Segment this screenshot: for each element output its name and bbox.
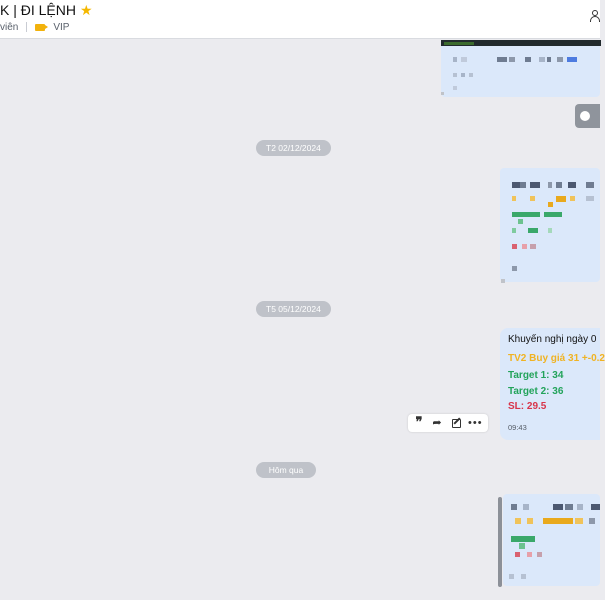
divider xyxy=(26,22,28,32)
image-strip-accent xyxy=(444,42,474,45)
blurred-text xyxy=(461,73,465,77)
blurred-green xyxy=(528,228,538,233)
blurred-text xyxy=(512,182,520,188)
user-icon-head xyxy=(592,10,598,16)
blurred-yellow xyxy=(575,518,583,524)
blurred-text xyxy=(586,182,594,188)
user-icon[interactable] xyxy=(590,10,600,22)
blurred-text xyxy=(511,504,517,510)
blurred-text xyxy=(556,182,562,188)
blurred-text xyxy=(548,182,552,188)
blurred-text xyxy=(525,57,531,62)
blurred-text xyxy=(537,552,542,557)
blurred-yellow xyxy=(515,518,521,524)
message-corner xyxy=(441,92,444,95)
blurred-red xyxy=(527,552,532,557)
blurred-text xyxy=(469,73,473,77)
blurred-yellow xyxy=(548,202,553,207)
blurred-text xyxy=(586,196,594,201)
star-icon: ★ xyxy=(80,2,93,18)
blurred-green xyxy=(512,228,516,233)
arrow-down-icon xyxy=(580,111,590,121)
message-corner xyxy=(501,279,505,283)
blurred-text xyxy=(589,518,595,524)
blurred-link xyxy=(567,57,577,62)
message-card-image[interactable] xyxy=(441,40,601,97)
blurred-text xyxy=(521,574,526,579)
blurred-text xyxy=(461,57,467,62)
blurred-text xyxy=(520,182,526,188)
more-icon[interactable]: ••• xyxy=(468,417,483,429)
target-1-line: Target 1: 34 xyxy=(508,370,564,381)
blurred-green xyxy=(511,536,535,542)
stoploss-line: SL: 29.5 xyxy=(508,401,547,412)
blurred-yellow xyxy=(570,196,575,201)
message-actions: ❞ ➦ ••• xyxy=(408,414,488,432)
blurred-text xyxy=(453,73,457,77)
recommendation-message[interactable]: Khuyến nghị ngày 0 TV2 Buy giá 31 +-0.2 … xyxy=(500,328,605,440)
reply-indicator xyxy=(498,497,502,587)
tag-label[interactable]: VIP xyxy=(53,21,70,33)
target-2-line: Target 2: 36 xyxy=(508,386,564,397)
recommendation-heading: Khuyến nghị ngày 0 xyxy=(508,334,597,345)
blurred-green xyxy=(518,219,523,224)
blurred-text xyxy=(577,504,583,510)
message-time: 09:43 xyxy=(508,423,527,432)
blurred-yellow xyxy=(556,196,566,202)
blurred-text xyxy=(591,504,600,510)
blurred-text xyxy=(547,57,551,62)
chat-title[interactable]: K | ĐI LỆNH xyxy=(0,2,76,18)
tag-icon xyxy=(35,23,49,31)
blurred-yellow xyxy=(530,196,535,201)
blurred-green xyxy=(519,543,525,549)
blurred-text xyxy=(497,57,507,62)
edit-icon[interactable] xyxy=(452,419,461,428)
blurred-text xyxy=(565,504,573,510)
blurred-text xyxy=(509,57,515,62)
blurred-text xyxy=(453,86,457,90)
blurred-yellow xyxy=(543,518,573,524)
date-separator: T2 02/12/2024 xyxy=(256,140,331,156)
blurred-text xyxy=(530,182,540,188)
entry-line: TV2 Buy giá 31 +-0.2 xyxy=(508,353,605,364)
blurred-text xyxy=(530,244,536,249)
message-card-blurred[interactable] xyxy=(500,168,600,282)
blurred-yellow xyxy=(512,196,516,201)
blurred-green xyxy=(548,228,552,233)
date-separator: Hôm qua xyxy=(256,462,316,478)
blurred-green xyxy=(512,212,540,217)
title-row: K | ĐI LỆNH ★ xyxy=(0,1,93,19)
blurred-text xyxy=(557,57,563,62)
blurred-red xyxy=(522,244,527,249)
blurred-red xyxy=(512,244,517,249)
share-icon[interactable]: ➦ xyxy=(432,417,442,429)
chat-header: K | ĐI LỆNH ★ viên VIP xyxy=(0,0,600,39)
blurred-text xyxy=(512,266,517,271)
blurred-text xyxy=(509,574,514,579)
blurred-green xyxy=(544,212,562,217)
user-icon-body xyxy=(590,16,600,22)
quote-icon[interactable]: ❞ xyxy=(415,415,423,430)
blurred-red xyxy=(515,552,520,557)
members-label[interactable]: viên xyxy=(0,21,19,33)
header-subtitle: viên VIP xyxy=(0,20,69,34)
scroll-to-bottom-button[interactable] xyxy=(575,104,600,128)
date-separator: T5 05/12/2024 xyxy=(256,301,331,317)
blurred-yellow xyxy=(527,518,533,524)
image-strip xyxy=(441,40,601,46)
blurred-text xyxy=(523,504,529,510)
blurred-text xyxy=(453,57,457,62)
blurred-text xyxy=(553,504,563,510)
blurred-text xyxy=(568,182,576,188)
message-card-blurred[interactable] xyxy=(503,494,600,586)
blurred-text xyxy=(539,57,545,62)
